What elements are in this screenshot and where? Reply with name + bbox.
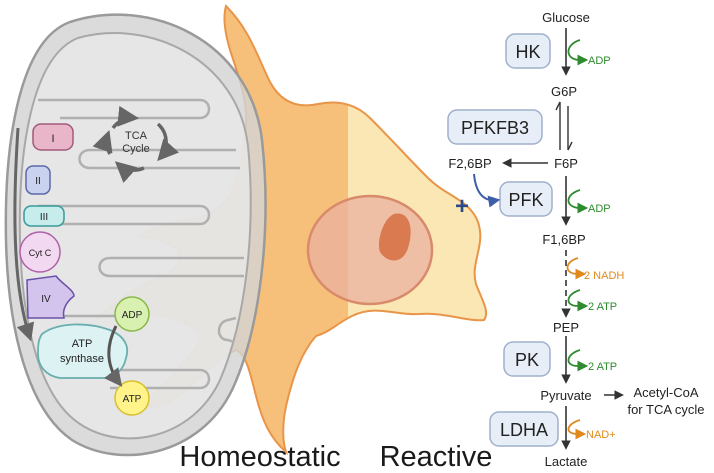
complex-iv-label: IV: [41, 294, 51, 305]
nad-label: NAD+: [586, 429, 616, 441]
cyt-c-label: Cyt C: [29, 248, 52, 258]
enzyme-hk-label: HK: [515, 42, 540, 62]
metabolite-f16bp: F1,6BP: [542, 232, 585, 247]
nadh-label: 2 NADH: [584, 270, 624, 282]
metabolite-pep: PEP: [553, 320, 579, 335]
atp2-label: 2 ATP: [588, 361, 617, 373]
enzyme-pfkfb3-label: PFKFB3: [461, 118, 529, 138]
f26bp-activation-arrow: [473, 173, 501, 208]
complex-i: [32, 123, 74, 151]
complex-iii-label: III: [40, 212, 48, 223]
metabolite-f26bp: F2,6BP: [448, 156, 491, 171]
metabolite-g6p: G6P: [551, 84, 577, 99]
enzyme-pk: [503, 341, 551, 377]
enzyme-pk-label: PK: [515, 350, 539, 370]
enzyme-ldha-label: LDHA: [500, 420, 548, 440]
tca-cycle: [92, 105, 180, 184]
metabolite-glucose: Glucose: [542, 10, 590, 25]
atp-molecule: [114, 380, 150, 416]
atp-molecule-label: ATP: [123, 394, 142, 405]
homeostatic-label: Homeostatic: [179, 441, 340, 473]
adp-to-atp-arrow: [104, 325, 123, 387]
pfk-adp-label: ADP: [588, 203, 611, 215]
atp-synthase-label-line2: synthase: [60, 353, 104, 365]
complex-ii: [25, 165, 51, 195]
hk-adp-arrow: [567, 39, 589, 66]
cyt-c: [19, 231, 61, 273]
hk-adp-label: ADP: [588, 55, 611, 67]
metabolite-f6p: F6P: [554, 156, 578, 171]
adp-molecule: [114, 296, 150, 332]
etc-flow-arrow: [13, 127, 34, 342]
nucleolus: [378, 213, 411, 261]
acetyl-coa-line1: Acetyl-CoA: [633, 385, 698, 400]
enzyme-hk: [505, 33, 551, 69]
nad-arrow: [567, 419, 587, 440]
metabolite-lactate: Lactate: [545, 454, 588, 469]
activation-plus-icon: +: [455, 193, 469, 220]
pfk-adp-arrow: [567, 189, 589, 214]
atp2-arrow: [567, 349, 589, 372]
tca-label-line2: Cycle: [122, 143, 150, 155]
reactive-label: Reactive: [380, 441, 493, 473]
nucleus: [306, 194, 434, 306]
complex-iv: [26, 275, 75, 319]
atp-synthase-label-line1: ATP: [72, 338, 93, 350]
adp-molecule-label: ADP: [122, 310, 143, 321]
tca-label-line1: TCA: [125, 130, 148, 142]
enzyme-pfkfb3: [447, 109, 543, 145]
enzyme-ldha: [489, 411, 559, 447]
nadh-arrow: [566, 257, 587, 280]
complex-i-label: I: [51, 133, 54, 145]
acetyl-coa-line2: for TCA cycle: [627, 402, 704, 417]
atp1-label: 2 ATP: [588, 301, 617, 313]
metabolite-pyruvate: Pyruvate: [540, 388, 591, 403]
complex-ii-label: II: [35, 176, 41, 187]
atp1-arrow: [567, 289, 589, 312]
enzyme-pfk-label: PFK: [508, 190, 543, 210]
complex-iii: [23, 205, 65, 227]
